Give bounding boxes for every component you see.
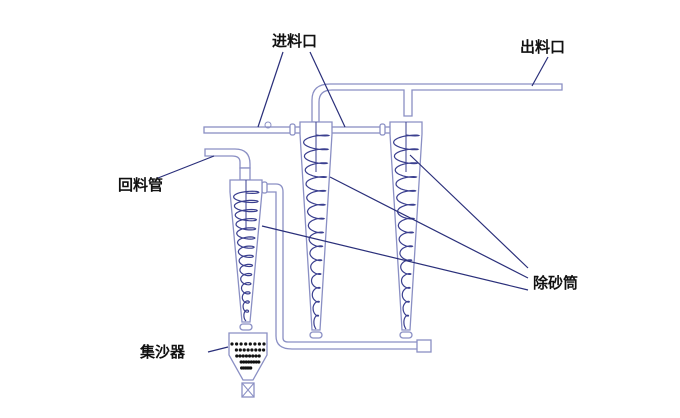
sand-particle	[257, 360, 261, 364]
sand-particle	[241, 354, 245, 358]
sand-particle	[238, 354, 242, 358]
sand-particle	[235, 354, 239, 358]
sand-particle	[250, 348, 254, 352]
cyclone-2	[389, 121, 423, 339]
sand-particle	[239, 342, 243, 346]
sand-particle	[244, 342, 248, 346]
cyclone-small	[229, 179, 263, 331]
cyclone-1	[299, 121, 333, 339]
sand-particle	[248, 342, 252, 346]
label-desander: 除砂筒	[533, 274, 579, 292]
sand-particle	[247, 360, 251, 364]
sand-particle	[235, 342, 239, 346]
sand-particle	[244, 354, 248, 358]
sand-particle	[257, 342, 261, 346]
label-sand-collector: 集沙器	[140, 343, 186, 361]
sand-particle	[253, 342, 257, 346]
outlet-pipe	[311, 83, 563, 123]
sand-particle	[262, 342, 266, 346]
sand-particle	[242, 348, 246, 352]
sand-particle	[254, 348, 258, 352]
leader-lines	[157, 51, 549, 353]
sand-particle	[249, 360, 253, 364]
sand-particle	[257, 354, 261, 358]
inlet-pipe	[203, 121, 393, 136]
label-return-pipe: 回料管	[118, 176, 164, 194]
sand-particle	[248, 354, 252, 358]
sand-particle	[239, 360, 243, 364]
sand-particle	[249, 366, 253, 370]
sand-particle	[254, 354, 258, 358]
sand-particle	[234, 348, 238, 352]
label-outlet: 出料口	[520, 38, 566, 56]
sand-particle	[252, 360, 256, 364]
return-pipe	[204, 148, 432, 353]
label-inlet: 进料口	[272, 32, 318, 50]
sand-particle	[230, 342, 234, 346]
sand-particle	[242, 360, 246, 364]
sand-particle	[262, 348, 266, 352]
sand-collector	[228, 332, 268, 398]
sand-particle	[238, 348, 242, 352]
sand-particle	[254, 360, 258, 364]
sand-particle	[246, 348, 250, 352]
sand-particle	[258, 348, 262, 352]
sand-particle	[244, 360, 248, 364]
sand-particle	[251, 354, 255, 358]
